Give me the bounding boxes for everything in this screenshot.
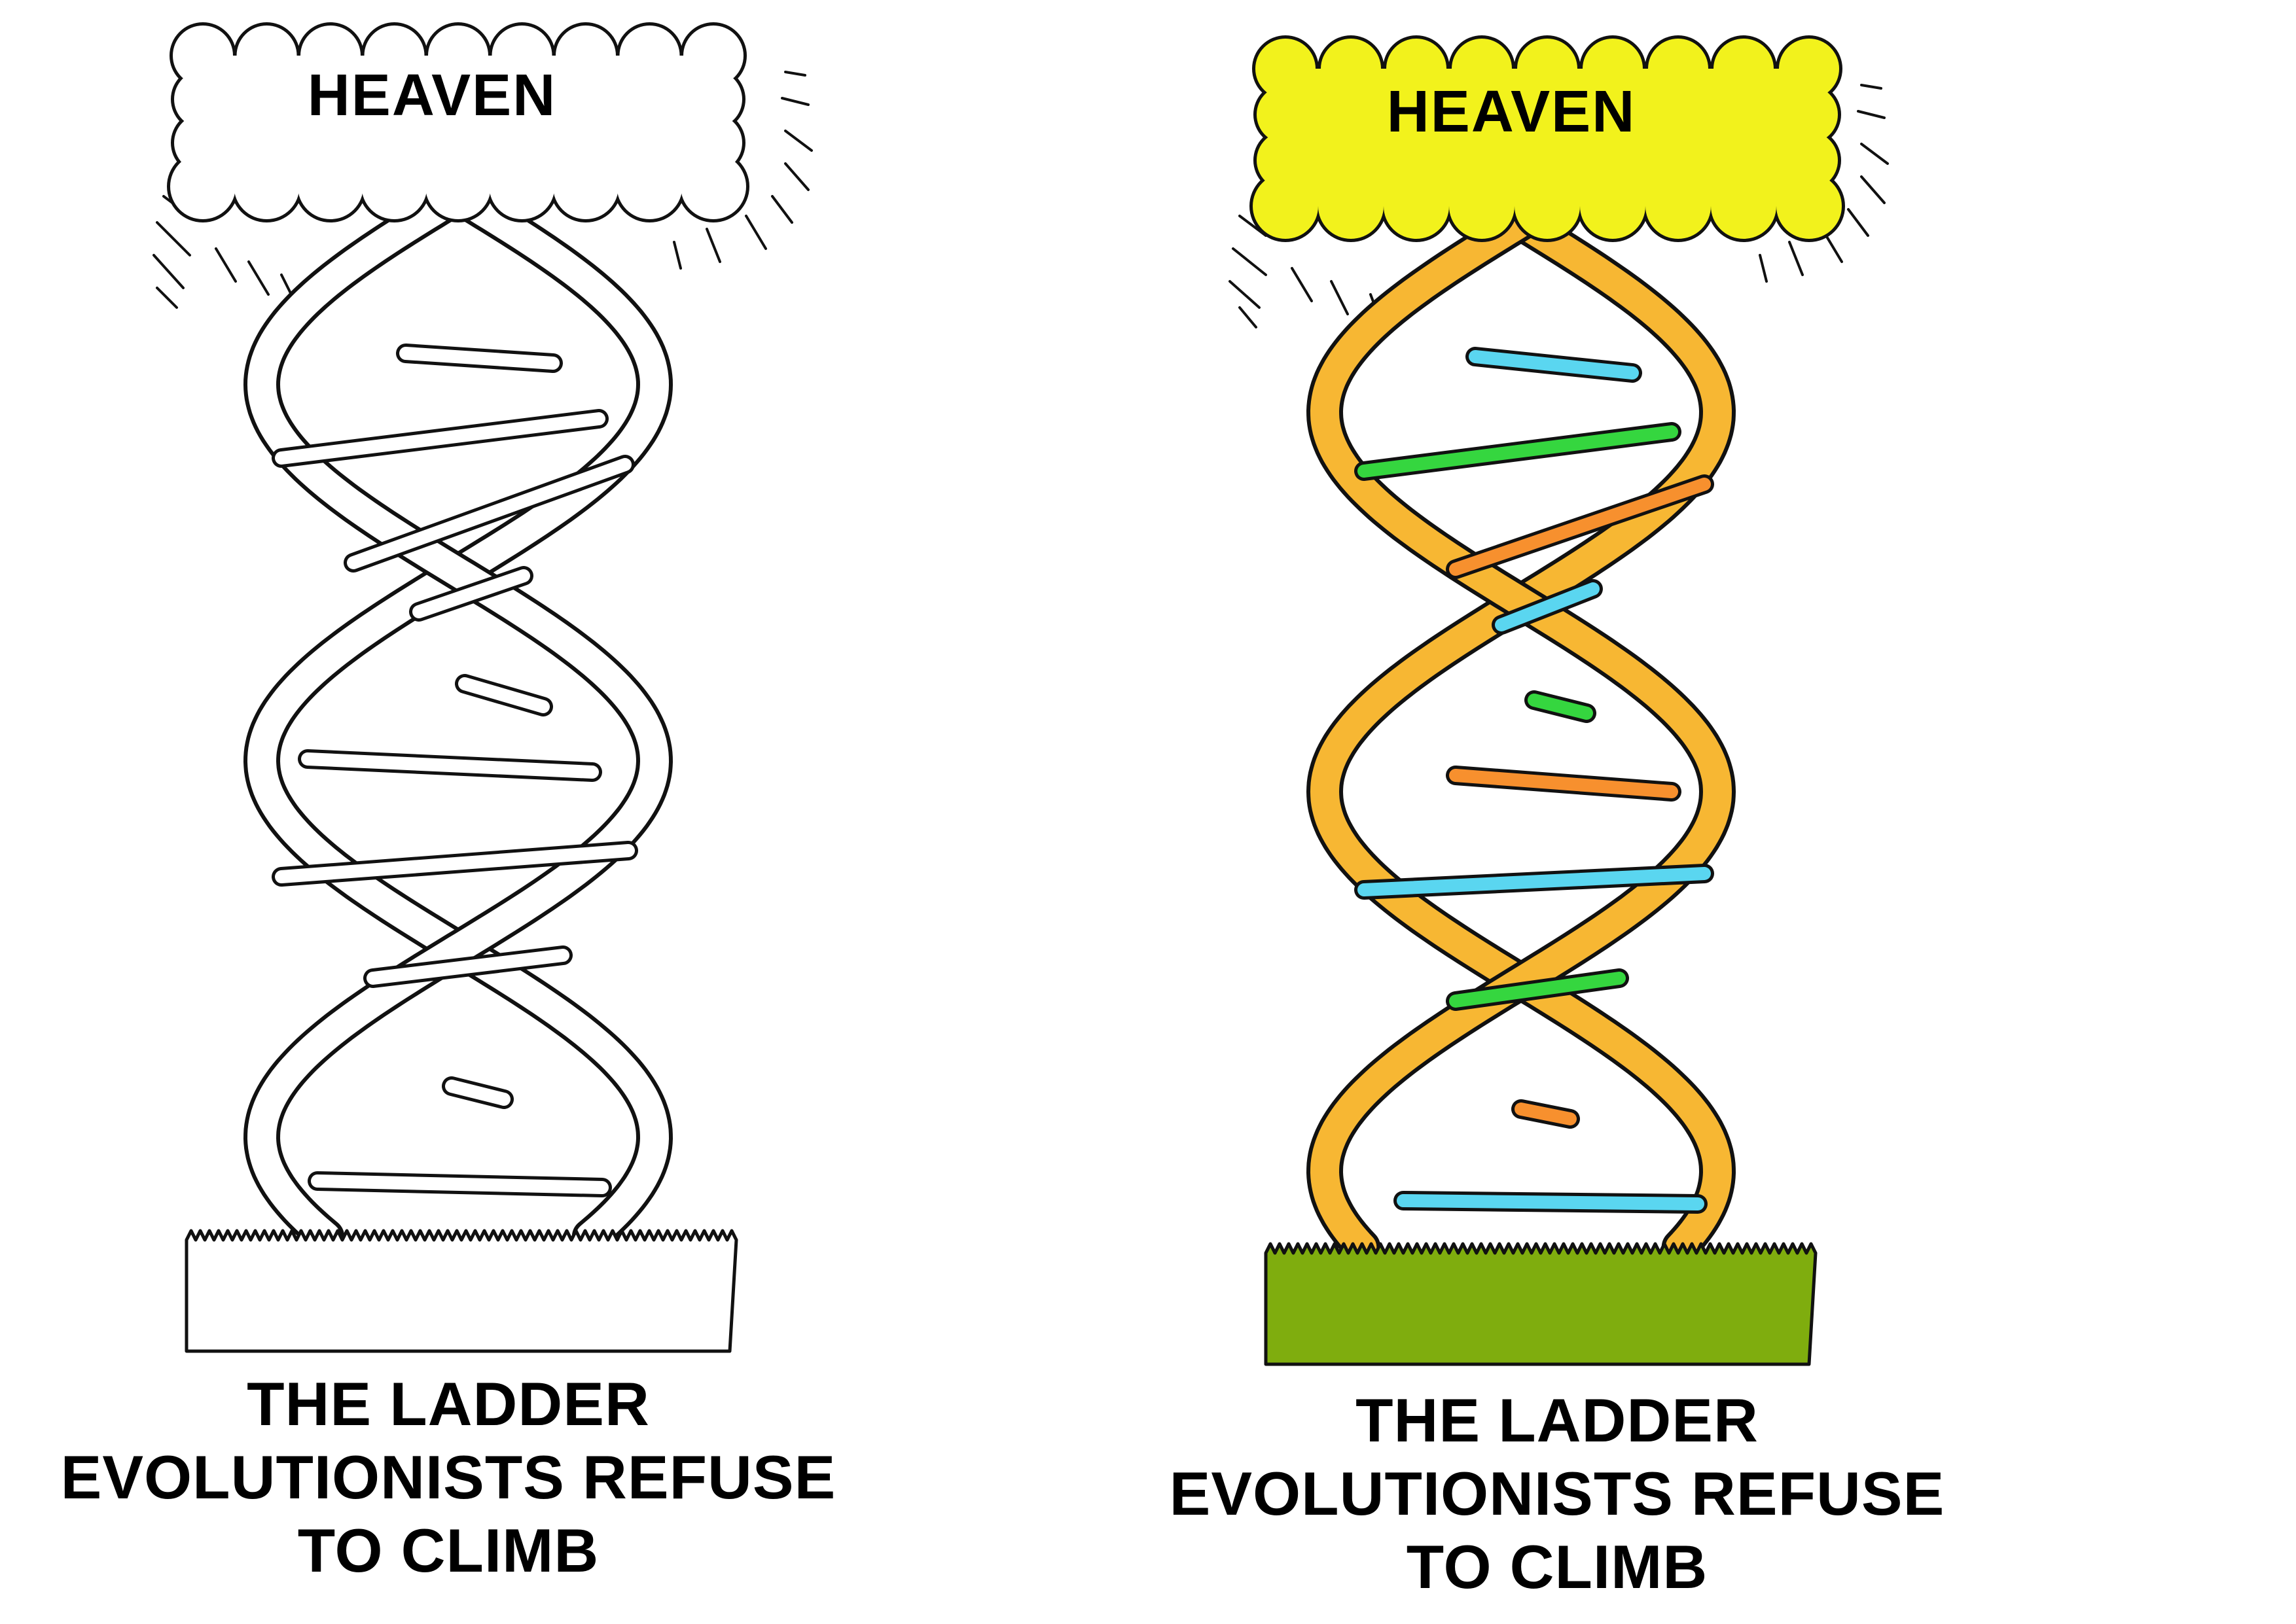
ray bbox=[152, 254, 185, 289]
ladder-rung bbox=[367, 949, 569, 985]
ladder-rung bbox=[445, 1080, 511, 1106]
ray bbox=[156, 287, 178, 309]
dna-rungs bbox=[1354, 347, 1714, 1214]
dna-strand bbox=[1310, 208, 1732, 1262]
ray bbox=[1232, 247, 1267, 276]
ladder-rung bbox=[1469, 350, 1639, 380]
ray bbox=[1860, 84, 1882, 90]
ray bbox=[781, 97, 810, 106]
heaven-cloud bbox=[167, 22, 749, 222]
ladder-rung bbox=[1357, 867, 1711, 896]
ladder-rung bbox=[311, 1174, 609, 1194]
ladder-rung bbox=[1449, 478, 1711, 576]
ladder-rung bbox=[1528, 694, 1593, 720]
dna-strands bbox=[243, 178, 673, 1255]
heaven-cloud bbox=[1249, 35, 1845, 242]
caption: THE LADDER EVOLUTIONISTS REFUSE TO CLIMB bbox=[39, 1368, 857, 1587]
ray bbox=[1788, 241, 1804, 276]
ground bbox=[1264, 1242, 1818, 1366]
ladder-rung bbox=[347, 458, 632, 569]
heaven-label: HEAVEN bbox=[1386, 79, 1636, 145]
ladder-rung bbox=[301, 752, 599, 779]
ray bbox=[745, 215, 767, 250]
ground bbox=[185, 1229, 738, 1353]
dna-strand bbox=[1310, 208, 1732, 1262]
ladder-rung bbox=[1515, 1103, 1577, 1125]
caption: THE LADDER EVOLUTIONISTS REFUSE TO CLIMB bbox=[1148, 1384, 1966, 1604]
dna-strand bbox=[247, 182, 670, 1251]
ladder-rung bbox=[1357, 425, 1678, 478]
caption-line-1: THE LADDER bbox=[1355, 1386, 1759, 1455]
ladder-rung bbox=[458, 677, 550, 713]
ray bbox=[784, 130, 813, 152]
right-panel: HEAVEN THE LADDER EVOLUTIONISTS REFUSE T… bbox=[1148, 0, 2296, 1624]
ground-block bbox=[1264, 1242, 1818, 1366]
ray bbox=[1238, 306, 1257, 328]
ray bbox=[247, 260, 270, 296]
cloud-body bbox=[203, 56, 713, 186]
ray bbox=[1759, 254, 1768, 283]
ladder-rung bbox=[275, 844, 635, 883]
ray bbox=[1860, 175, 1886, 204]
ray bbox=[1291, 267, 1313, 302]
dna-ladder-left bbox=[152, 22, 813, 1353]
caption-line-3: TO CLIMB bbox=[297, 1516, 600, 1585]
caption-line-2: EVOLUTIONISTS REFUSE bbox=[1169, 1459, 1945, 1528]
ladder-rung bbox=[1449, 972, 1626, 1008]
cloud-body bbox=[1285, 69, 1809, 206]
dna-rungs bbox=[272, 344, 638, 1197]
caption-line-1: THE LADDER bbox=[247, 1369, 650, 1438]
ray bbox=[1860, 143, 1889, 165]
dna-strand bbox=[247, 182, 670, 1251]
ray bbox=[1847, 208, 1869, 237]
dna-strands bbox=[1306, 204, 1736, 1265]
caption-line-2: EVOLUTIONISTS REFUSE bbox=[60, 1443, 836, 1511]
ray bbox=[215, 247, 237, 283]
ray bbox=[1857, 110, 1886, 119]
ground-block bbox=[185, 1229, 738, 1353]
ray bbox=[771, 195, 793, 224]
ladder-rung bbox=[1449, 769, 1678, 798]
illustration bbox=[1229, 35, 1889, 1366]
illustration bbox=[152, 22, 813, 1353]
left-panel: HEAVEN THE LADDER EVOLUTIONISTS REFUSE T… bbox=[39, 22, 857, 1587]
ray bbox=[673, 241, 682, 270]
ladder-rung bbox=[1495, 582, 1600, 631]
dna-ladder-right bbox=[1229, 35, 1889, 1366]
ray bbox=[784, 71, 806, 77]
heaven-label: HEAVEN bbox=[307, 63, 557, 128]
caption-line-3: TO CLIMB bbox=[1406, 1532, 1708, 1601]
radiance-lines bbox=[152, 71, 813, 309]
ray bbox=[706, 228, 721, 263]
ray bbox=[1330, 280, 1349, 315]
ray bbox=[784, 162, 810, 191]
ladder-rung bbox=[412, 569, 530, 618]
ray bbox=[1229, 280, 1261, 309]
ladder-rung bbox=[1397, 1194, 1704, 1210]
ladder-rung bbox=[275, 412, 605, 465]
radiance-lines bbox=[1229, 84, 1889, 328]
ladder-rung bbox=[399, 347, 560, 370]
ray bbox=[156, 221, 191, 256]
